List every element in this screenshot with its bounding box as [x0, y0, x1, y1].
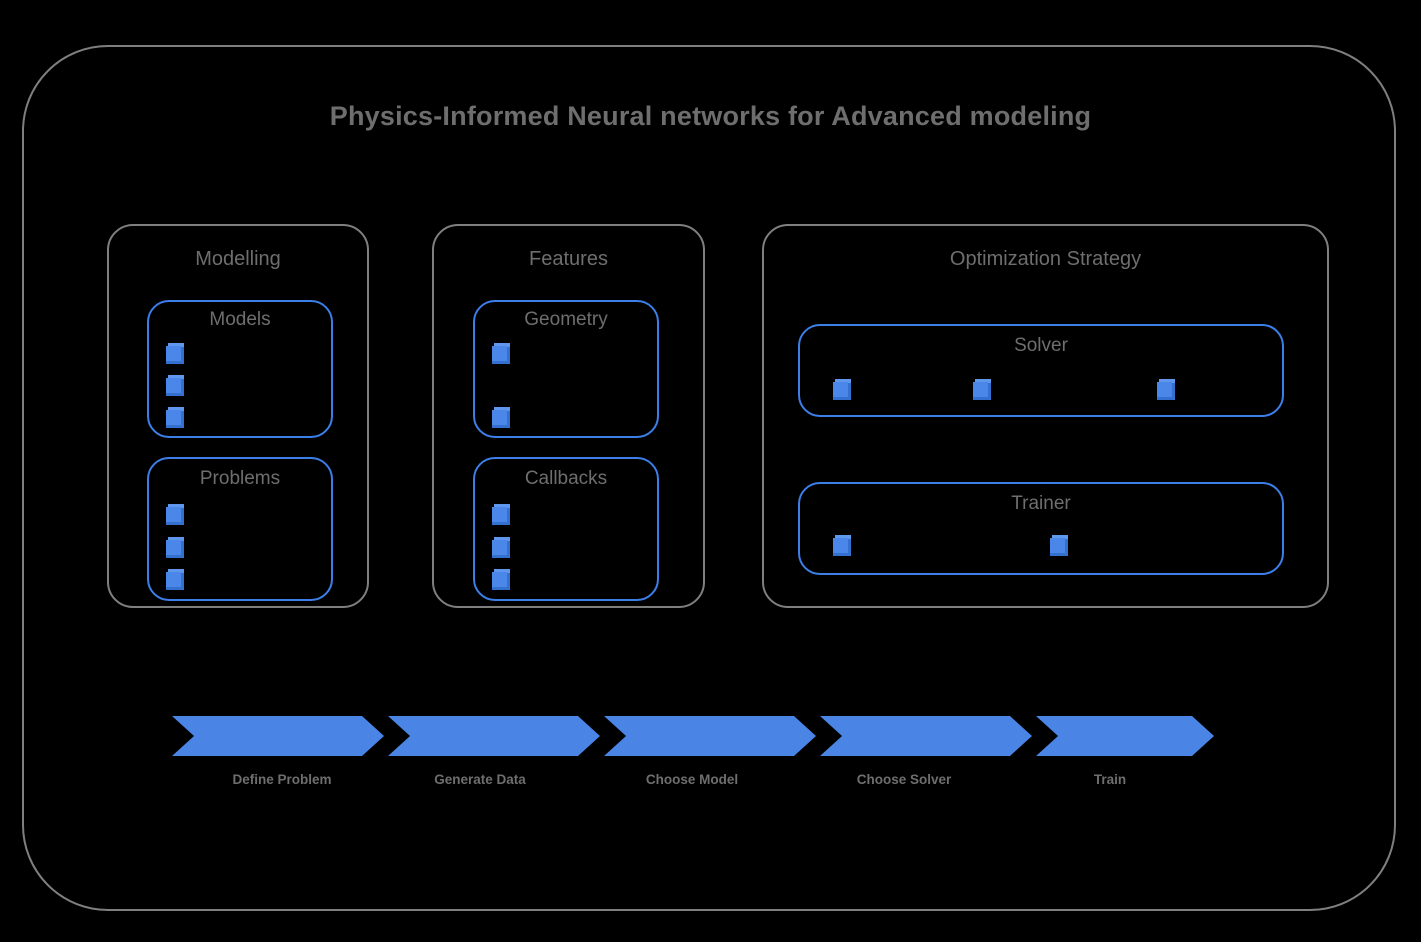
list-item-bullet — [166, 504, 184, 525]
subbox-solver: Solver — [798, 324, 1284, 417]
subbox-solver-title: Solver — [1014, 335, 1068, 356]
flow-step-5-label: Train — [1093, 772, 1127, 787]
group-features: Features — [432, 224, 705, 608]
flow-step-5[interactable] — [1036, 716, 1214, 756]
group-modelling-title: Modelling — [195, 248, 281, 270]
group-optimization-strategy-title: Optimization Strategy — [949, 248, 1142, 270]
subbox-problems-title: Problems — [199, 468, 281, 489]
list-item-bullet — [973, 379, 991, 400]
subbox-models: Models — [147, 300, 333, 438]
flow-step-1[interactable] — [172, 716, 384, 756]
list-item-bullet — [492, 407, 510, 428]
list-item-bullet — [166, 343, 184, 364]
subbox-problems: Problems — [147, 457, 333, 601]
page-title: Physics-Informed Neural networks for Adv… — [329, 101, 1092, 131]
list-item-bullet — [833, 535, 851, 556]
list-item-bullet — [166, 407, 184, 428]
group-optimization-strategy: Optimization Strategy — [762, 224, 1329, 608]
list-item-bullet — [492, 343, 510, 364]
group-modelling: Modelling — [107, 224, 369, 608]
flow-step-3-label: Choose Model — [645, 772, 739, 787]
subbox-callbacks-title: Callbacks — [524, 468, 608, 489]
subbox-trainer-title: Trainer — [1011, 493, 1071, 514]
list-item-bullet — [166, 375, 184, 396]
list-item-bullet — [492, 537, 510, 558]
list-item-bullet — [492, 504, 510, 525]
subbox-geometry-title: Geometry — [524, 309, 608, 330]
flow-step-2-label: Generate Data — [434, 772, 526, 787]
flow-step-2[interactable] — [388, 716, 600, 756]
flow-step-1-label: Define Problem — [232, 772, 332, 787]
subbox-callbacks: Callbacks — [473, 457, 659, 601]
flow-step-4-label: Choose Solver — [856, 772, 952, 787]
list-item-bullet — [166, 537, 184, 558]
list-item-bullet — [833, 379, 851, 400]
group-features-title: Features — [529, 248, 608, 270]
list-item-bullet — [492, 569, 510, 590]
subbox-geometry: Geometry — [473, 300, 659, 438]
subbox-models-title: Models — [209, 309, 271, 330]
list-item-bullet — [1157, 379, 1175, 400]
list-item-bullet — [166, 569, 184, 590]
flow-step-3[interactable] — [604, 716, 816, 756]
process-flow: Define Problem Generate Data Choose Mode… — [172, 716, 1214, 787]
flow-step-4[interactable] — [820, 716, 1032, 756]
outer-frame — [22, 45, 1396, 911]
subbox-trainer: Trainer — [798, 482, 1284, 575]
list-item-bullet — [1050, 535, 1068, 556]
